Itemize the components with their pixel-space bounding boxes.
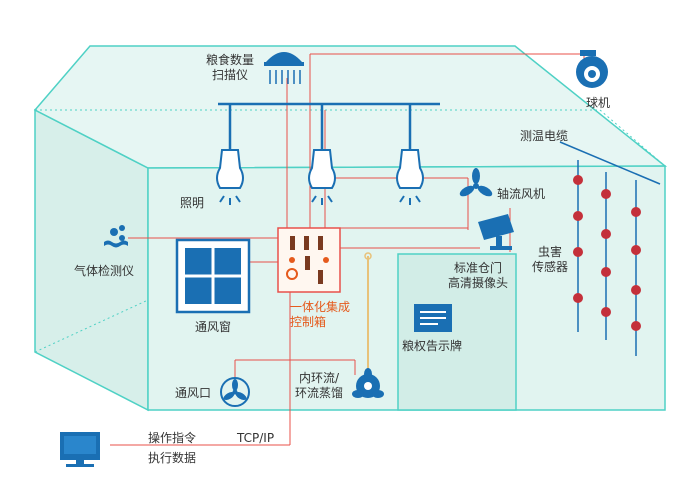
exec-data-label: 执行数据	[148, 451, 197, 465]
vent-window-label: 通风窗	[195, 320, 232, 334]
lighting-rail	[218, 102, 440, 150]
pest-sensor-label: 虫害 传感器	[531, 245, 568, 274]
vent-outlet-icon	[220, 377, 250, 407]
axial-fan-label: 轴流风机	[497, 187, 546, 201]
control-box-icon	[277, 227, 341, 293]
circulation-fan-icon	[352, 252, 384, 398]
gas-detector-icon	[104, 225, 128, 248]
grain-scanner-icon	[264, 52, 304, 84]
controller-label: 一体化集成 控制箱	[290, 300, 351, 329]
monitor-icon	[60, 432, 100, 467]
notice-board-label: 粮权告示牌	[402, 339, 463, 353]
ceiling-lamp-icon	[216, 149, 424, 205]
warehouse-building	[33, 45, 668, 412]
grain-scanner-label: 粮食数量 扫描仪	[205, 53, 254, 82]
vent-window-icon	[175, 238, 251, 314]
protocol-label: TCP/IP	[237, 431, 275, 445]
notice-board-icon	[414, 304, 452, 332]
circulation-label: 内环流/ 环流蒸馏	[294, 371, 343, 400]
temp-cable-label: 测温电缆	[520, 129, 569, 143]
dome-camera-label: 球机	[586, 96, 611, 110]
vent-outlet-label: 通风口	[175, 386, 212, 400]
roof-dashed-lines	[34, 109, 666, 353]
axial-fan-icon	[459, 168, 493, 197]
dome-camera-icon	[576, 50, 608, 88]
hd-camera-label: 标准仓门 高清摄像头	[447, 261, 508, 290]
hd-camera-icon	[478, 214, 514, 250]
gas-detector-label: 气体检测仪	[74, 264, 135, 278]
lighting-label: 照明	[180, 196, 205, 210]
pest-sensor-nodes	[573, 175, 641, 331]
operation-cmd-label: 操作指令	[148, 431, 197, 445]
